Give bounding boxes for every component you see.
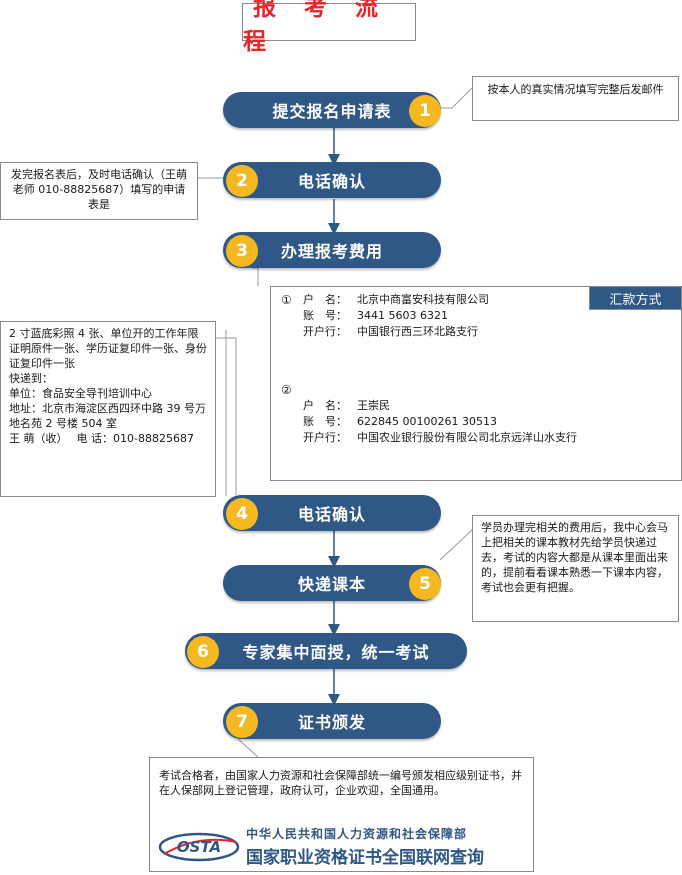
callout-materials-a <box>216 337 237 495</box>
account-1-no: 3441 5603 6321 <box>357 309 448 322</box>
account-2-bank-label: 开户行： <box>303 431 347 444</box>
step-6-label: 专家集中面授，统一考试 <box>242 643 430 662</box>
payment-box <box>270 286 682 481</box>
callout-cert <box>237 738 259 758</box>
step-6-pill: 专家集中面授，统一考试 <box>185 633 467 669</box>
step-2-label: 电话确认 <box>297 172 366 191</box>
callout-step3 <box>252 267 259 286</box>
account-2-no: 622845 00100261 30513 <box>357 415 497 428</box>
osta-logo-text: OSTA <box>177 838 221 856</box>
step-3-label: 办理报考费用 <box>280 242 383 261</box>
account-1-name: 北京中商富安科技有限公司 <box>357 293 489 306</box>
step-5-badge: 5 <box>409 568 441 600</box>
account-2-name-label: 户 名： <box>303 399 347 412</box>
account-1-bank: 中国银行西三环北路支行 <box>357 325 478 338</box>
account-2-name: 王崇民 <box>357 399 390 412</box>
step-2-pill: 电话确认 <box>223 162 441 198</box>
step-7-badge: 7 <box>226 706 258 738</box>
account-1-bank-label: 开户行： <box>303 325 347 338</box>
certificate-org: 中华人民共和国人力资源和社会保障部 <box>246 827 468 841</box>
step-7-label: 证书颁发 <box>297 713 366 732</box>
step-4-label: 电话确认 <box>297 505 366 524</box>
account-2-bank: 中国农业银行股份有限公司北京远洋山水支行 <box>357 431 577 444</box>
callout-step5 <box>439 529 473 561</box>
step-1-label: 提交报名申请表 <box>272 102 392 121</box>
note-step-5: 学员办理完相关的费用后，我中心会马上把相关的课本教材先给学员快递过去，考试的内容… <box>472 515 679 622</box>
certificate-box: 考试合格者，由国家人力资源和社会保障部统一编号颁发相应级别证书，并在人保部网上登… <box>149 757 534 872</box>
note-step-2: 发完报名表后，及时电话确认（王萌老师 010-88825687）填写的申请表是 <box>0 162 198 220</box>
account-1-marker: ① <box>281 293 292 307</box>
certificate-text: 考试合格者，由国家人力资源和社会保障部统一编号颁发相应级别证书，并在人保部网上登… <box>159 769 522 797</box>
step-4-badge: 4 <box>226 498 258 530</box>
osta-logo: OSTA <box>158 832 240 862</box>
page-title: 报 考 流 程 <box>242 0 416 55</box>
callout-step1 <box>440 87 473 109</box>
step-5-label: 快递课本 <box>297 575 366 594</box>
step-1-badge: 1 <box>409 95 441 127</box>
step-7-pill: 证书颁发 <box>223 703 441 739</box>
step-1-pill: 提交报名申请表 <box>223 92 441 128</box>
note-step-1: 按本人的真实情况填写完整后发邮件 <box>472 76 679 121</box>
account-1-name-label: 户 名： <box>303 293 347 306</box>
step-4-pill: 电话确认 <box>223 495 441 531</box>
account-2-marker: ② <box>281 383 292 397</box>
certificate-query: 国家职业资格证书全国联网查询 <box>246 848 484 868</box>
step-2-badge: 2 <box>226 165 258 197</box>
step-3-badge: 3 <box>226 235 258 267</box>
payment-tag: 汇款方式 <box>589 286 682 310</box>
step-6-badge: 6 <box>187 636 219 668</box>
account-2-no-label: 账 号： <box>303 415 347 428</box>
step-5-pill: 快递课本 <box>223 565 441 601</box>
account-1: ① 户 名： 北京中商富安科技有限公司 账 号： 3441 5603 6321 … <box>281 292 489 340</box>
account-2: ② 户 名： 王崇民 账 号： 622845 00100261 30513 开户… <box>281 382 577 446</box>
step-3-pill: 办理报考费用 <box>223 232 441 268</box>
note-materials: 2 寸蓝底彩照 4 张、单位开的工作年限证明原件一张、学历证复印件一张、身份证复… <box>0 321 216 497</box>
account-1-no-label: 账 号： <box>303 309 347 322</box>
